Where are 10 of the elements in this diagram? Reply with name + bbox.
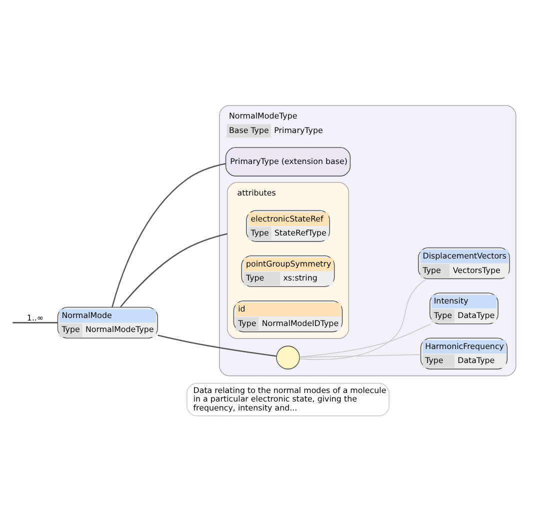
connector bbox=[299, 324, 432, 358]
connector bbox=[299, 354, 422, 358]
connector bbox=[120, 233, 228, 308]
connector bbox=[158, 334, 276, 357]
connector bbox=[299, 278, 428, 360]
edge-label: 1..∞ bbox=[26, 313, 44, 322]
node-circle bbox=[276, 346, 300, 370]
node-box: Data relating to the normal modes of a molecule in a particular electronic state, giving the frequency, intensity and... bbox=[186, 382, 390, 416]
connector bbox=[112, 163, 226, 308]
connector bbox=[12, 322, 58, 324]
